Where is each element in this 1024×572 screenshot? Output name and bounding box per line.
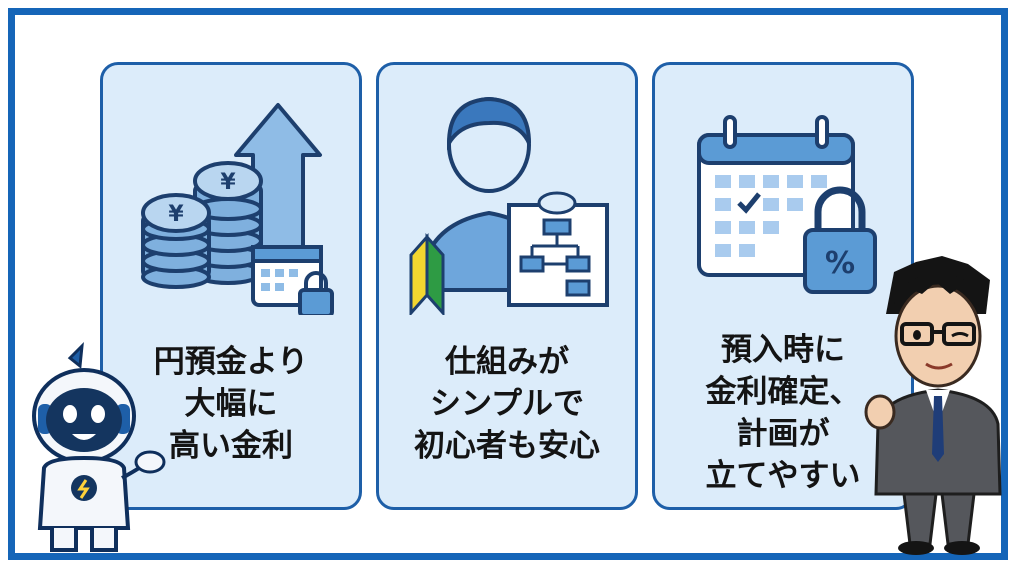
card-caption: 預入時に 金利確定、 計画が 立てやすい bbox=[655, 329, 911, 497]
card-rate-fixed: % 預入時に 金利確定、 計画が 立てやすい bbox=[652, 62, 914, 510]
card-caption: 仕組みが シンプルで 初心者も安心 bbox=[379, 341, 635, 467]
percent-symbol: % bbox=[825, 246, 855, 281]
caption-line: 初心者も安心 bbox=[414, 428, 600, 464]
caption-line: 立てやすい bbox=[705, 458, 861, 494]
beginner-person-flowchart-icon bbox=[409, 96, 609, 315]
card-caption: 円預金より 大幅に 高い金利 bbox=[103, 341, 359, 467]
robot-mascot-illustration bbox=[32, 341, 166, 552]
coins-yen-arrow-calendar-lock-icon: ¥ ¥ bbox=[141, 103, 334, 315]
caption-line: シンプルで bbox=[429, 386, 585, 422]
caption-line: 金利確定、 bbox=[705, 374, 861, 410]
caption-line: 高い金利 bbox=[169, 428, 293, 464]
coin-symbol: ¥ bbox=[220, 170, 236, 195]
card-simple-structure: 仕組みが シンプルで 初心者も安心 bbox=[376, 62, 638, 510]
calendar-percent-lock-icon: % bbox=[697, 115, 877, 294]
caption-line: 円預金より bbox=[153, 344, 309, 380]
card-high-interest: ¥ ¥ 円預金より 大幅に 高い金利 bbox=[100, 62, 362, 510]
coin-symbol-2: ¥ bbox=[168, 202, 184, 227]
caption-line: 仕組みが bbox=[445, 344, 569, 380]
caption-line: 大幅に bbox=[184, 386, 278, 422]
businessman-mascot-illustration bbox=[864, 256, 1002, 555]
caption-line: 預入時に bbox=[721, 332, 845, 368]
caption-line: 計画が bbox=[736, 416, 830, 452]
